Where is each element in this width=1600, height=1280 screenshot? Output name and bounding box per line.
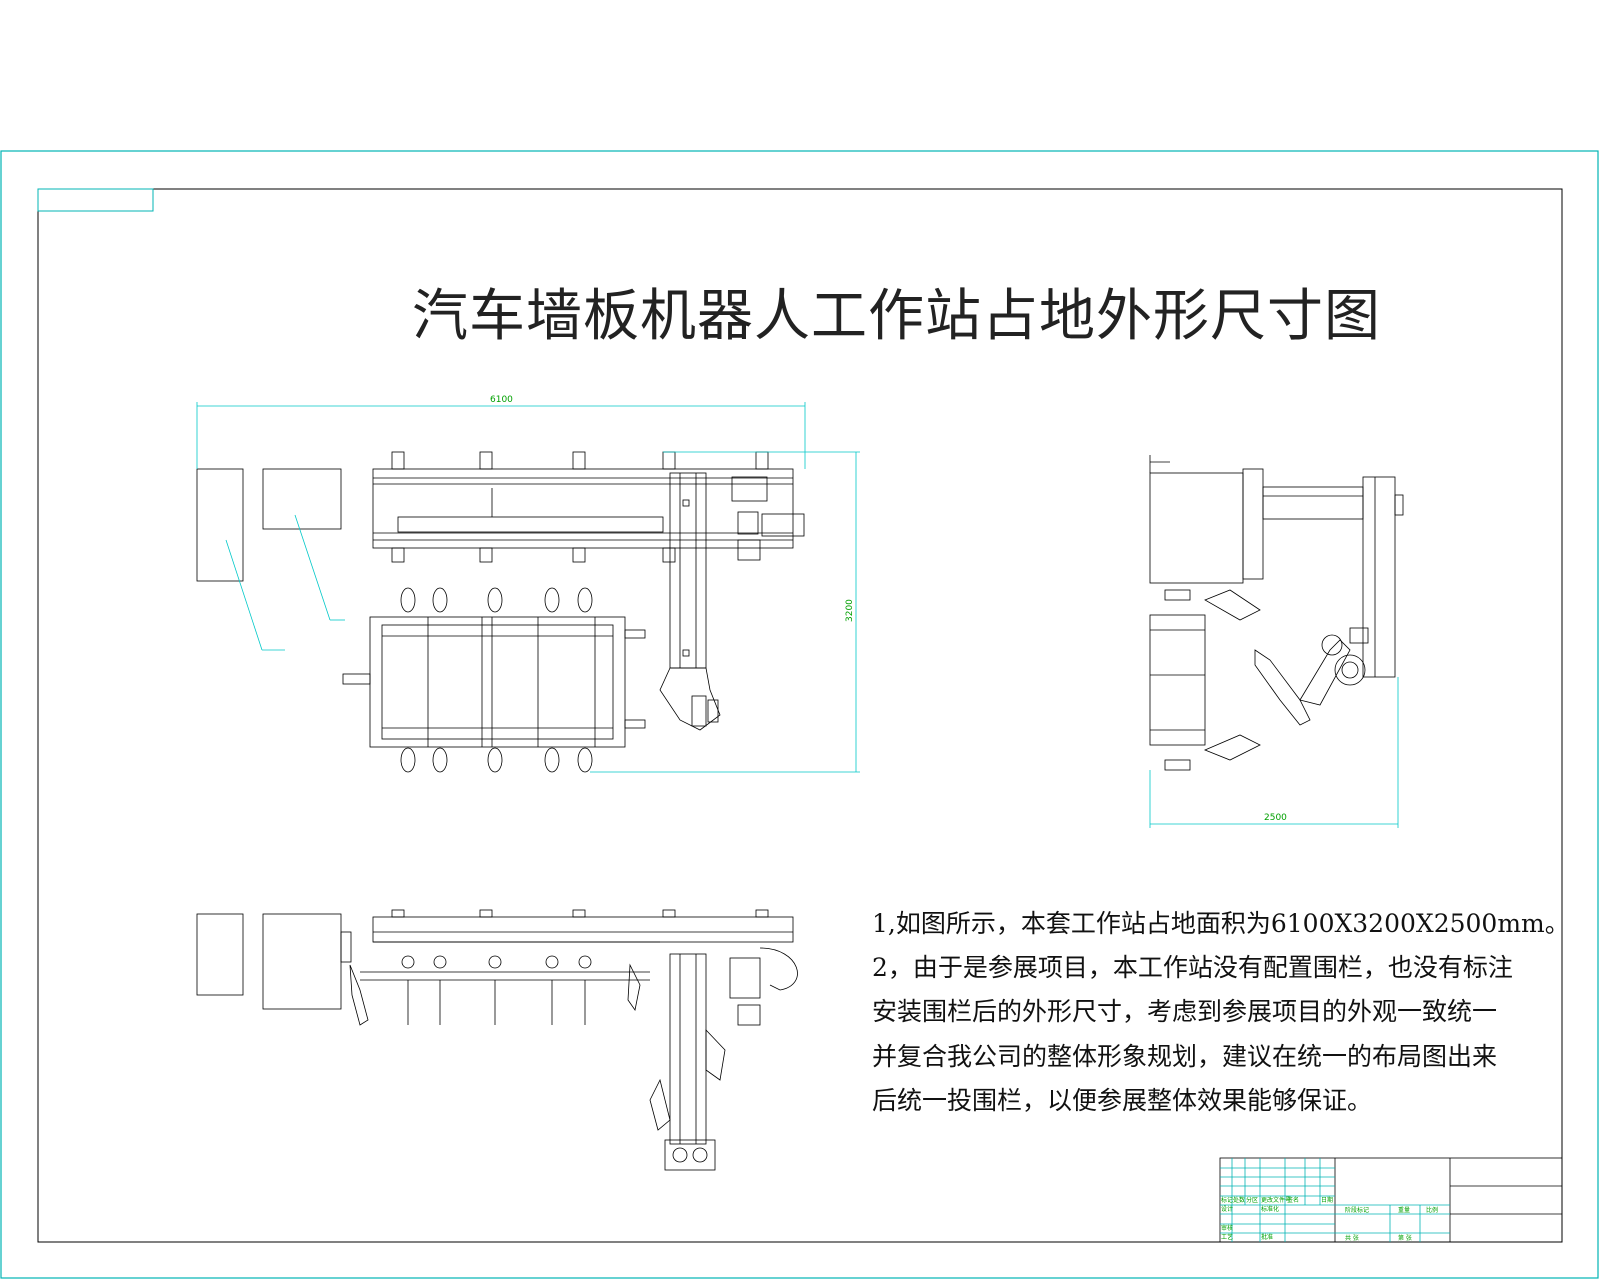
dim-length: 6100 — [490, 395, 513, 405]
tb-mark: 标记 — [1221, 1196, 1233, 1204]
title-block — [1219, 1157, 1563, 1243]
cabinet-1 — [196, 468, 244, 582]
front-view — [196, 909, 798, 1171]
corner-tag-box — [37, 188, 154, 212]
tb-total-sheets: 共 张 — [1345, 1234, 1359, 1242]
note-line-1: 1,如图所示，本套工作站占地面积为6100X3200X2500mm。 — [872, 909, 1570, 938]
tb-sheet-no: 第 张 — [1398, 1234, 1412, 1242]
title-block-labels: 标记 处数 分区 更改文件号 签名 日期 设计 标准化 审核 工艺 批准 阶段标… — [1221, 1196, 1438, 1242]
note-line-3: 安装围栏后的外形尺寸，考虑到参展项目的外观一致统一 — [872, 997, 1497, 1026]
dim-height: 2500 — [1264, 813, 1287, 823]
side-view — [1149, 455, 1404, 771]
tb-zone: 分区 — [1246, 1196, 1258, 1204]
note-line-4: 并复合我公司的整体形象规划，建议在统一的布局图出来 — [872, 1042, 1497, 1071]
outer-frame — [0, 150, 1599, 1279]
tb-weight: 重量 — [1398, 1206, 1410, 1214]
tb-change-doc: 更改文件号 — [1261, 1196, 1291, 1204]
drawing-title: 汽车墙板机器人工作站占地外形尺寸图 — [412, 284, 1381, 349]
tb-scale: 比例 — [1426, 1206, 1438, 1214]
tb-process: 工艺 — [1221, 1233, 1233, 1241]
tb-standardization: 标准化 — [1261, 1205, 1279, 1213]
tb-stage-mark: 阶段标记 — [1345, 1206, 1369, 1214]
notes-block: 1,如图所示，本套工作站占地面积为6100X3200X2500mm。 2，由于是… — [872, 909, 1570, 1115]
note-line-5: 后统一投围栏，以便参展整体效果能够保证。 — [872, 1086, 1372, 1115]
side-dimensions — [1149, 677, 1399, 828]
plan-dimensions — [196, 402, 860, 773]
cabinet-2 — [262, 468, 342, 530]
tb-approve: 批准 — [1261, 1233, 1273, 1241]
tb-design: 设计 — [1221, 1205, 1233, 1213]
tb-date: 日期 — [1321, 1196, 1333, 1204]
top-view — [196, 451, 805, 773]
dim-width: 3200 — [845, 599, 855, 622]
tb-signature: 签名 — [1287, 1196, 1299, 1204]
inner-border — [37, 188, 1563, 1243]
tb-count: 处数 — [1233, 1196, 1245, 1204]
note-line-2: 2，由于是参展项目，本工作站没有配置围栏，也没有标注 — [872, 953, 1513, 982]
tb-review: 审核 — [1221, 1224, 1233, 1232]
